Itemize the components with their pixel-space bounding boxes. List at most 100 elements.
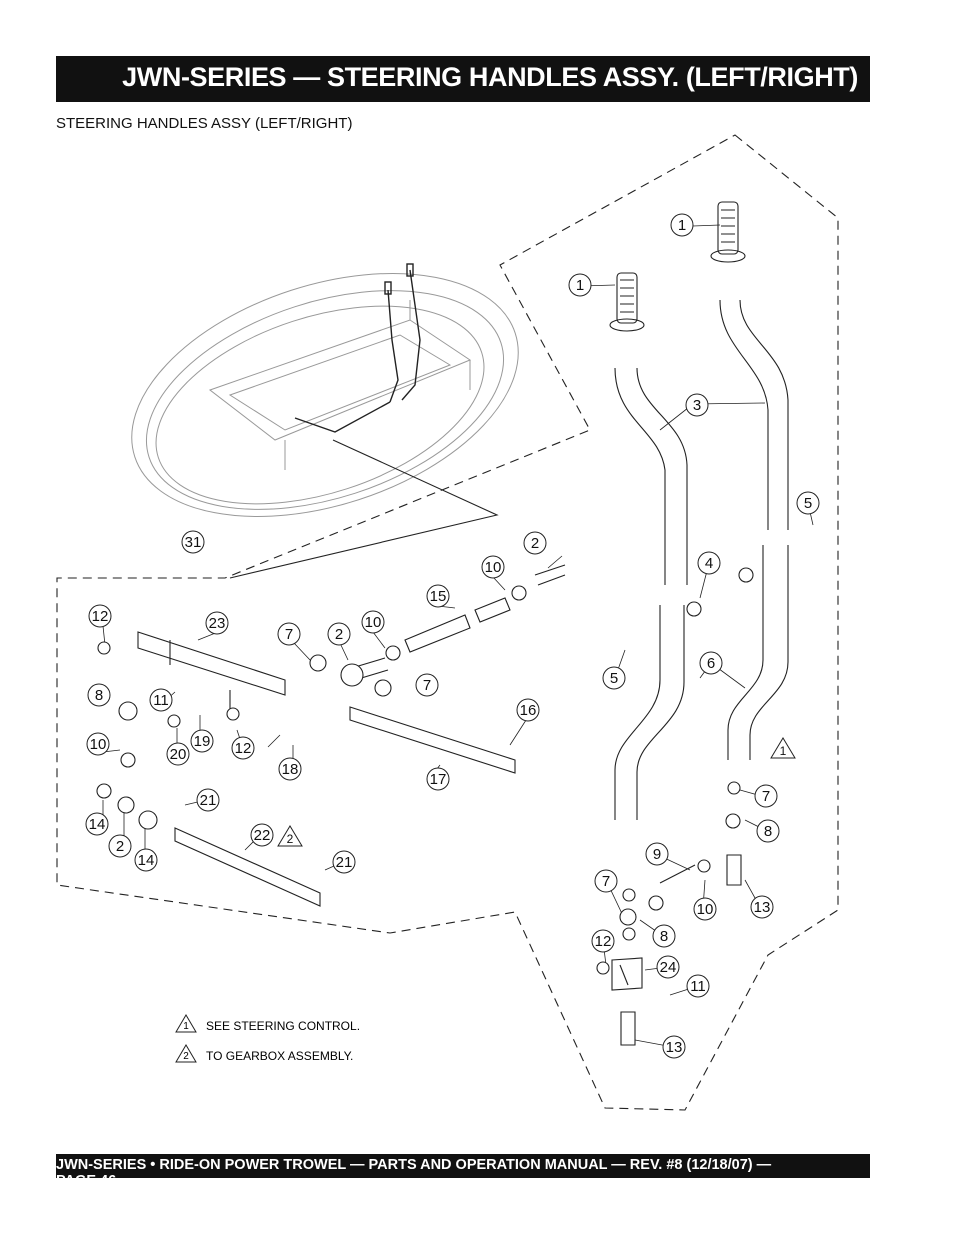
callout-bubble xyxy=(85,812,109,836)
callout-bubble xyxy=(205,611,229,635)
callout-bubble xyxy=(796,491,820,515)
callout-label: 2 xyxy=(116,838,124,855)
trowel-machine-sketch xyxy=(131,272,519,518)
notes-legend: 1 SEE STEERING CONTROL. 2 TO GEARBOX ASS… xyxy=(175,1014,360,1063)
callout-label: 2 xyxy=(335,626,343,643)
callout-label: 16 xyxy=(520,702,537,719)
callout-label: 24 xyxy=(660,959,677,976)
callout-label: 21 xyxy=(336,854,353,871)
footer-bar: JWN-SERIES • RIDE-ON POWER TROWEL — PART… xyxy=(56,1154,870,1189)
callout-label: 7 xyxy=(423,677,431,694)
grip-1-left xyxy=(609,272,645,332)
callout-label: 8 xyxy=(660,928,668,945)
callout-bubble xyxy=(415,673,439,697)
tube-17 xyxy=(349,706,516,774)
handle-6-right xyxy=(727,545,789,760)
callout-bubble xyxy=(754,784,778,808)
callout-label: 31 xyxy=(185,534,202,551)
callout-label: 3 xyxy=(693,397,701,414)
diagram-note-markers: 1 2 xyxy=(277,737,796,847)
grip-1-right xyxy=(710,201,746,263)
callout-bubble xyxy=(87,683,111,707)
callout-label: 10 xyxy=(485,559,502,576)
callout-bubble xyxy=(670,213,694,237)
callout-label: 20 xyxy=(170,746,187,763)
callout-label: 9 xyxy=(653,846,661,863)
callout-label: 11 xyxy=(153,692,169,709)
callout-label: 21 xyxy=(200,792,217,809)
callout-bubble xyxy=(361,610,385,634)
rod-22 xyxy=(174,827,321,907)
callout-label: 15 xyxy=(430,588,447,605)
link-bracket-24 xyxy=(611,957,643,991)
hardware-items xyxy=(96,567,754,975)
callout-label: 13 xyxy=(754,899,771,916)
callout-bubble xyxy=(645,842,669,866)
callout-bubble xyxy=(426,767,450,791)
callout-bubble xyxy=(750,895,774,919)
callout-bubble xyxy=(190,729,214,753)
title-bar: JWN-SERIES — STEERING HANDLES ASSY. (LEF… xyxy=(56,56,870,102)
callout-bubble xyxy=(166,742,190,766)
callout-bubble xyxy=(756,819,780,843)
callout-label: 13 xyxy=(666,1039,683,1056)
callout-label: 10 xyxy=(697,901,714,918)
callout-label: 2 xyxy=(531,535,539,552)
callout-bubble xyxy=(149,688,173,712)
callout-bubble xyxy=(685,393,709,417)
callout-bubble xyxy=(86,732,110,756)
callout-bubble xyxy=(516,698,540,722)
callout-label: 18 xyxy=(282,761,299,778)
callout-label: 6 xyxy=(707,655,715,672)
callout-label: 12 xyxy=(235,740,252,757)
callout-label: 7 xyxy=(762,788,770,805)
handle-6-left xyxy=(614,605,685,820)
callout-bubble xyxy=(656,955,680,979)
callout-label: 19 xyxy=(194,733,211,750)
callout-bubble xyxy=(277,622,301,646)
steering-rods-sketch xyxy=(294,263,421,433)
diagram-subtitle: STEERING HANDLES ASSY (LEFT/RIGHT) xyxy=(56,115,353,132)
callout-label: 1 xyxy=(678,217,686,234)
callout-label: 5 xyxy=(610,670,618,687)
bolt-13-lower xyxy=(620,1011,636,1046)
callout-bubble xyxy=(108,834,132,858)
note-marker-2-label: 2 xyxy=(287,832,294,846)
footer-text: JWN-SERIES • RIDE-ON POWER TROWEL — PART… xyxy=(56,1157,772,1189)
handle-3-right xyxy=(719,299,789,530)
callout-bubble xyxy=(481,555,505,579)
callout-bubble xyxy=(250,823,274,847)
callout-label: 22 xyxy=(254,827,271,844)
callout-label: 11 xyxy=(690,978,706,995)
note-2-text: TO GEARBOX ASSEMBLY. xyxy=(206,1049,353,1063)
assembly-boundary xyxy=(56,134,839,1111)
handle-3-left xyxy=(614,367,688,585)
callout-label: 8 xyxy=(95,687,103,704)
callout-bubble xyxy=(327,622,351,646)
page-title: JWN-SERIES — STEERING HANDLES ASSY. (LEF… xyxy=(122,62,858,92)
callout-bubble xyxy=(88,604,112,628)
callout-label: 1 xyxy=(576,277,584,294)
callout-label: 8 xyxy=(764,823,772,840)
callout-bubble xyxy=(196,788,220,812)
tube-15 xyxy=(404,597,511,653)
callout-label: 5 xyxy=(804,495,812,512)
callout-label: 4 xyxy=(705,555,713,572)
callout-bubble xyxy=(652,924,676,948)
callout-bubble xyxy=(697,551,721,575)
callout-bubble xyxy=(591,929,615,953)
callout-bubble xyxy=(332,850,356,874)
rod-end-2 xyxy=(534,564,566,586)
bolt-9 xyxy=(659,864,696,884)
callout-bubble xyxy=(231,736,255,760)
note-1-marker: 1 xyxy=(183,1021,189,1032)
callout-label: 14 xyxy=(89,816,106,833)
callout-label: 23 xyxy=(209,615,226,632)
callout-bubble xyxy=(181,530,205,554)
callout-bubble xyxy=(693,897,717,921)
note-1-text: SEE STEERING CONTROL. xyxy=(206,1019,360,1033)
callout-bubble xyxy=(134,848,158,872)
callout-label: 12 xyxy=(92,608,109,625)
callout-bubble xyxy=(568,273,592,297)
